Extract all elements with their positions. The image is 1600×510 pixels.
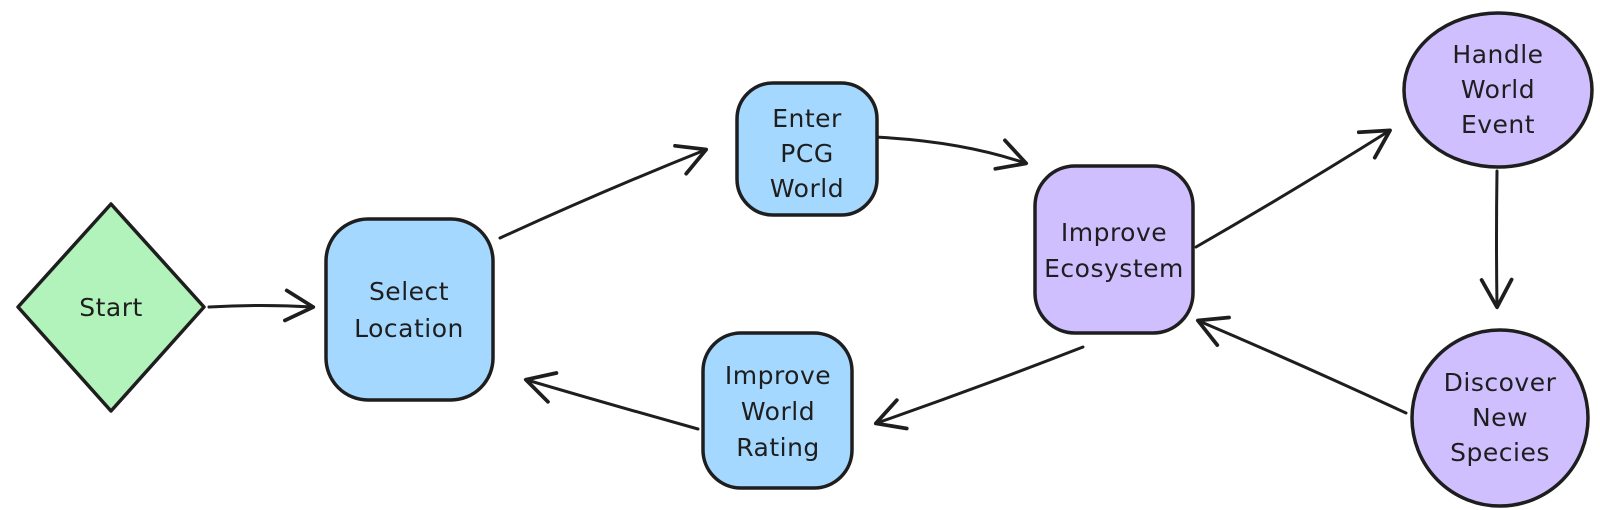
edge-select-location-to-enter-pcg-world — [498, 143, 709, 240]
start-diamond-shape — [16, 202, 206, 413]
handle-world-event-label-line3: Event — [1461, 110, 1535, 139]
improve-ecosystem-label-line1: Improve — [1061, 218, 1167, 247]
improve-world-rating-label-line1: Improve — [725, 361, 831, 390]
improve-world-rating-label-line3: Rating — [736, 433, 820, 462]
enter-pcg-world-label-line3: World — [770, 174, 844, 203]
node-enter-pcg-world: Enter PCG World — [735, 81, 879, 217]
start-label: Start — [79, 293, 143, 322]
improve-ecosystem-rect-shape — [1033, 164, 1195, 335]
discover-new-species-ellipse-shape — [1410, 328, 1590, 508]
node-start: Start — [16, 202, 206, 413]
select-location-label-line1: Select — [369, 277, 449, 306]
edge-enter-pcg-world-to-improve-ecosystem — [872, 135, 1029, 171]
node-improve-world-rating: Improve World Rating — [701, 331, 854, 490]
enter-pcg-world-label-line2: PCG — [780, 139, 833, 168]
node-discover-new-species: Discover New Species — [1410, 328, 1590, 508]
edge-improve-ecosystem-to-improve-world-rating — [873, 345, 1085, 431]
edge-improve-world-rating-to-select-location — [523, 371, 700, 431]
improve-world-rating-rect-shape — [701, 331, 854, 490]
edge-handle-world-event-to-discover-new-species — [1479, 169, 1514, 310]
edge-start-to-select-location — [207, 288, 316, 323]
node-select-location: Select Location — [324, 217, 495, 402]
improve-ecosystem-label-line2: Ecosystem — [1044, 254, 1184, 283]
enter-pcg-world-rect-shape — [735, 81, 879, 217]
select-location-label-line2: Location — [354, 314, 464, 343]
edges-layer — [207, 128, 1514, 431]
handle-world-event-ellipse-shape — [1402, 11, 1594, 169]
discover-new-species-label-line2: New — [1472, 403, 1528, 432]
node-handle-world-event: Handle World Event — [1402, 11, 1594, 169]
discover-new-species-label-line3: Species — [1450, 438, 1550, 467]
handle-world-event-label-line2: World — [1461, 75, 1535, 104]
select-location-rect-shape — [324, 217, 495, 402]
edge-improve-ecosystem-to-handle-world-event — [1194, 128, 1392, 249]
enter-pcg-world-label-line1: Enter — [772, 104, 842, 133]
node-improve-ecosystem: Improve Ecosystem — [1033, 164, 1195, 335]
improve-world-rating-label-line2: World — [741, 397, 815, 426]
discover-new-species-label-line1: Discover — [1444, 368, 1557, 397]
edge-discover-new-species-to-improve-ecosystem — [1195, 315, 1408, 415]
handle-world-event-label-line1: Handle — [1452, 40, 1543, 69]
